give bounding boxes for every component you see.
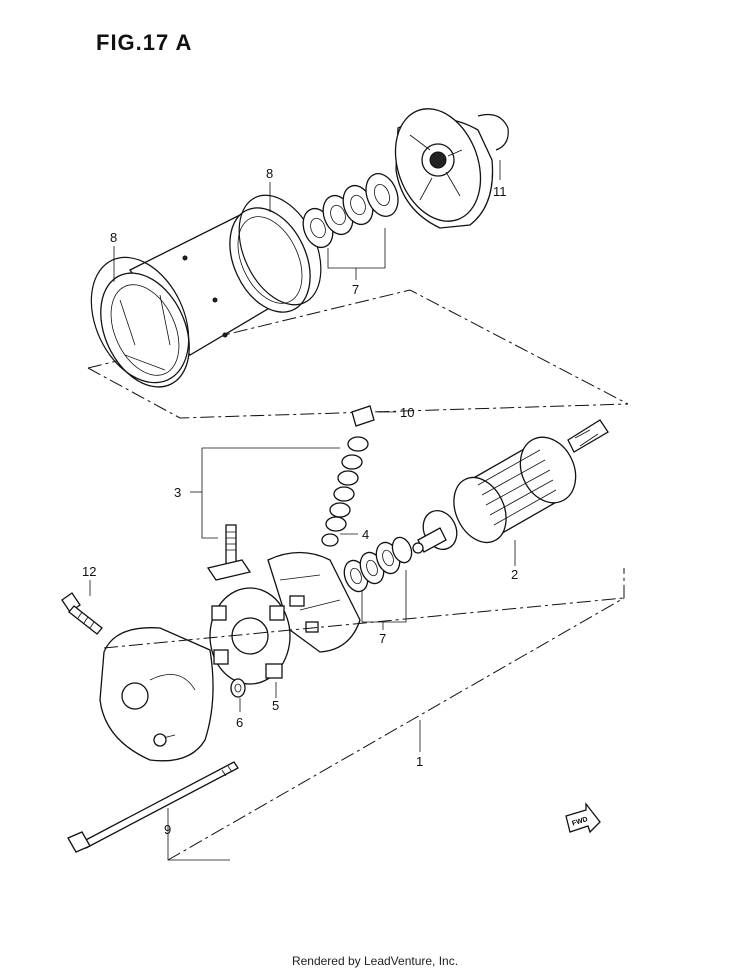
footer-credit: Rendered by LeadVenture, Inc. bbox=[291, 954, 459, 968]
callout-8-lower: 8 bbox=[110, 230, 117, 245]
end-cover-bolt bbox=[61, 592, 103, 635]
brush-holder bbox=[209, 587, 291, 685]
callout-5: 5 bbox=[272, 698, 279, 713]
leader-lines bbox=[89, 160, 625, 861]
starter-yoke bbox=[100, 207, 311, 388]
terminal-bolt bbox=[206, 524, 252, 581]
terminal-nut-stack bbox=[321, 405, 375, 547]
callout-6: 6 bbox=[236, 715, 243, 730]
callout-10: 10 bbox=[400, 405, 414, 420]
callout-7-lower: 7 bbox=[379, 631, 386, 646]
armature bbox=[412, 419, 609, 554]
washer-set-upper bbox=[302, 173, 399, 249]
callout-11: 11 bbox=[493, 184, 507, 199]
callout-3: 3 bbox=[174, 485, 181, 500]
callouts: 8 8 7 11 10 3 4 2 12 7 5 6 1 9 bbox=[82, 166, 518, 837]
callout-7-upper: 7 bbox=[352, 282, 359, 297]
front-cover-o-ring bbox=[477, 113, 509, 151]
fwd-label: FWD bbox=[571, 816, 588, 828]
callout-9: 9 bbox=[164, 822, 171, 837]
callout-8-upper: 8 bbox=[266, 166, 273, 181]
brush-plate bbox=[267, 551, 361, 653]
callout-12: 12 bbox=[82, 564, 96, 579]
rear-end-cover bbox=[99, 627, 214, 762]
figure-title: FIG.17 A bbox=[96, 30, 193, 55]
washer-set-lower bbox=[343, 536, 413, 593]
bushing bbox=[230, 678, 246, 698]
o-ring-front bbox=[90, 256, 190, 384]
exploded-parts-diagram: 8 8 7 11 10 3 4 2 12 7 5 6 1 9 FWD bbox=[61, 108, 629, 861]
callout-2: 2 bbox=[511, 567, 518, 582]
fwd-arrow-icon: FWD bbox=[565, 802, 601, 834]
callout-1: 1 bbox=[416, 754, 423, 769]
front-end-cover bbox=[394, 108, 494, 229]
callout-4: 4 bbox=[362, 527, 369, 542]
through-bolt bbox=[67, 761, 239, 853]
